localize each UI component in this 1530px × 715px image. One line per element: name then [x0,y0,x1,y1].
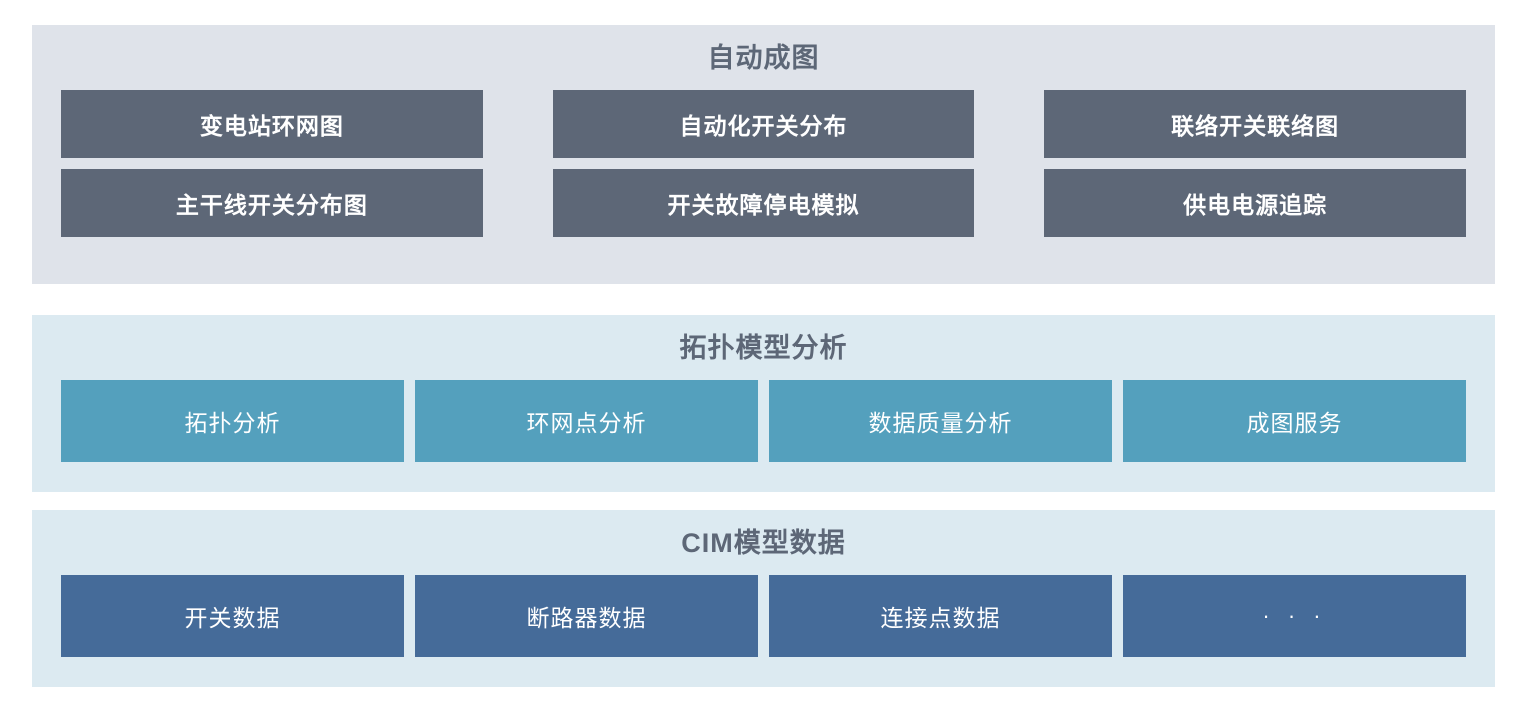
topology-tile-row: 拓扑分析 环网点分析 数据质量分析 成图服务 [61,380,1466,463]
tile-power-supply-source-tracing[interactable]: 供电电源追踪 [1044,169,1467,238]
panel-title-topology-model-analysis: 拓扑模型分析 [679,333,848,363]
cim-tile-row: 开关数据 断路器数据 连接点数据 · · · [61,575,1466,658]
auto-mapping-row-1: 变电站环网图 自动化开关分布 联络开关联络图 [61,90,1467,159]
panel-cim-model-data: CIM模型数据 开关数据 断路器数据 连接点数据 · · · [32,510,1495,687]
tile-tie-switch-connection-diagram[interactable]: 联络开关联络图 [1044,90,1467,159]
tile-circuit-breaker-data[interactable]: 断路器数据 [415,575,758,658]
tile-ring-network-point-analysis[interactable]: 环网点分析 [415,380,758,463]
tile-substation-ring-network-diagram[interactable]: 变电站环网图 [61,90,483,159]
panel-title-auto-mapping: 自动成图 [707,43,820,73]
tile-connectivity-node-data[interactable]: 连接点数据 [769,575,1112,658]
panel-topology-model-analysis: 拓扑模型分析 拓扑分析 环网点分析 数据质量分析 成图服务 [32,315,1495,492]
panel-auto-mapping: 自动成图 变电站环网图 自动化开关分布 联络开关联络图 主干线开关分布图 开关故… [32,25,1495,284]
tile-trunk-line-switch-distribution-diagram[interactable]: 主干线开关分布图 [61,169,483,238]
tile-mapping-service[interactable]: 成图服务 [1123,380,1466,463]
tile-topology-analysis[interactable]: 拓扑分析 [61,380,404,463]
auto-mapping-row-2: 主干线开关分布图 开关故障停电模拟 供电电源追踪 [61,169,1467,238]
tile-automation-switch-distribution[interactable]: 自动化开关分布 [552,90,975,159]
tile-switch-data[interactable]: 开关数据 [61,575,404,658]
panel-title-cim-model-data: CIM模型数据 [681,528,846,558]
tile-data-quality-analysis[interactable]: 数据质量分析 [769,380,1112,463]
tile-more-data-ellipsis[interactable]: · · · [1123,575,1466,658]
tile-switch-fault-outage-simulation[interactable]: 开关故障停电模拟 [552,169,975,238]
